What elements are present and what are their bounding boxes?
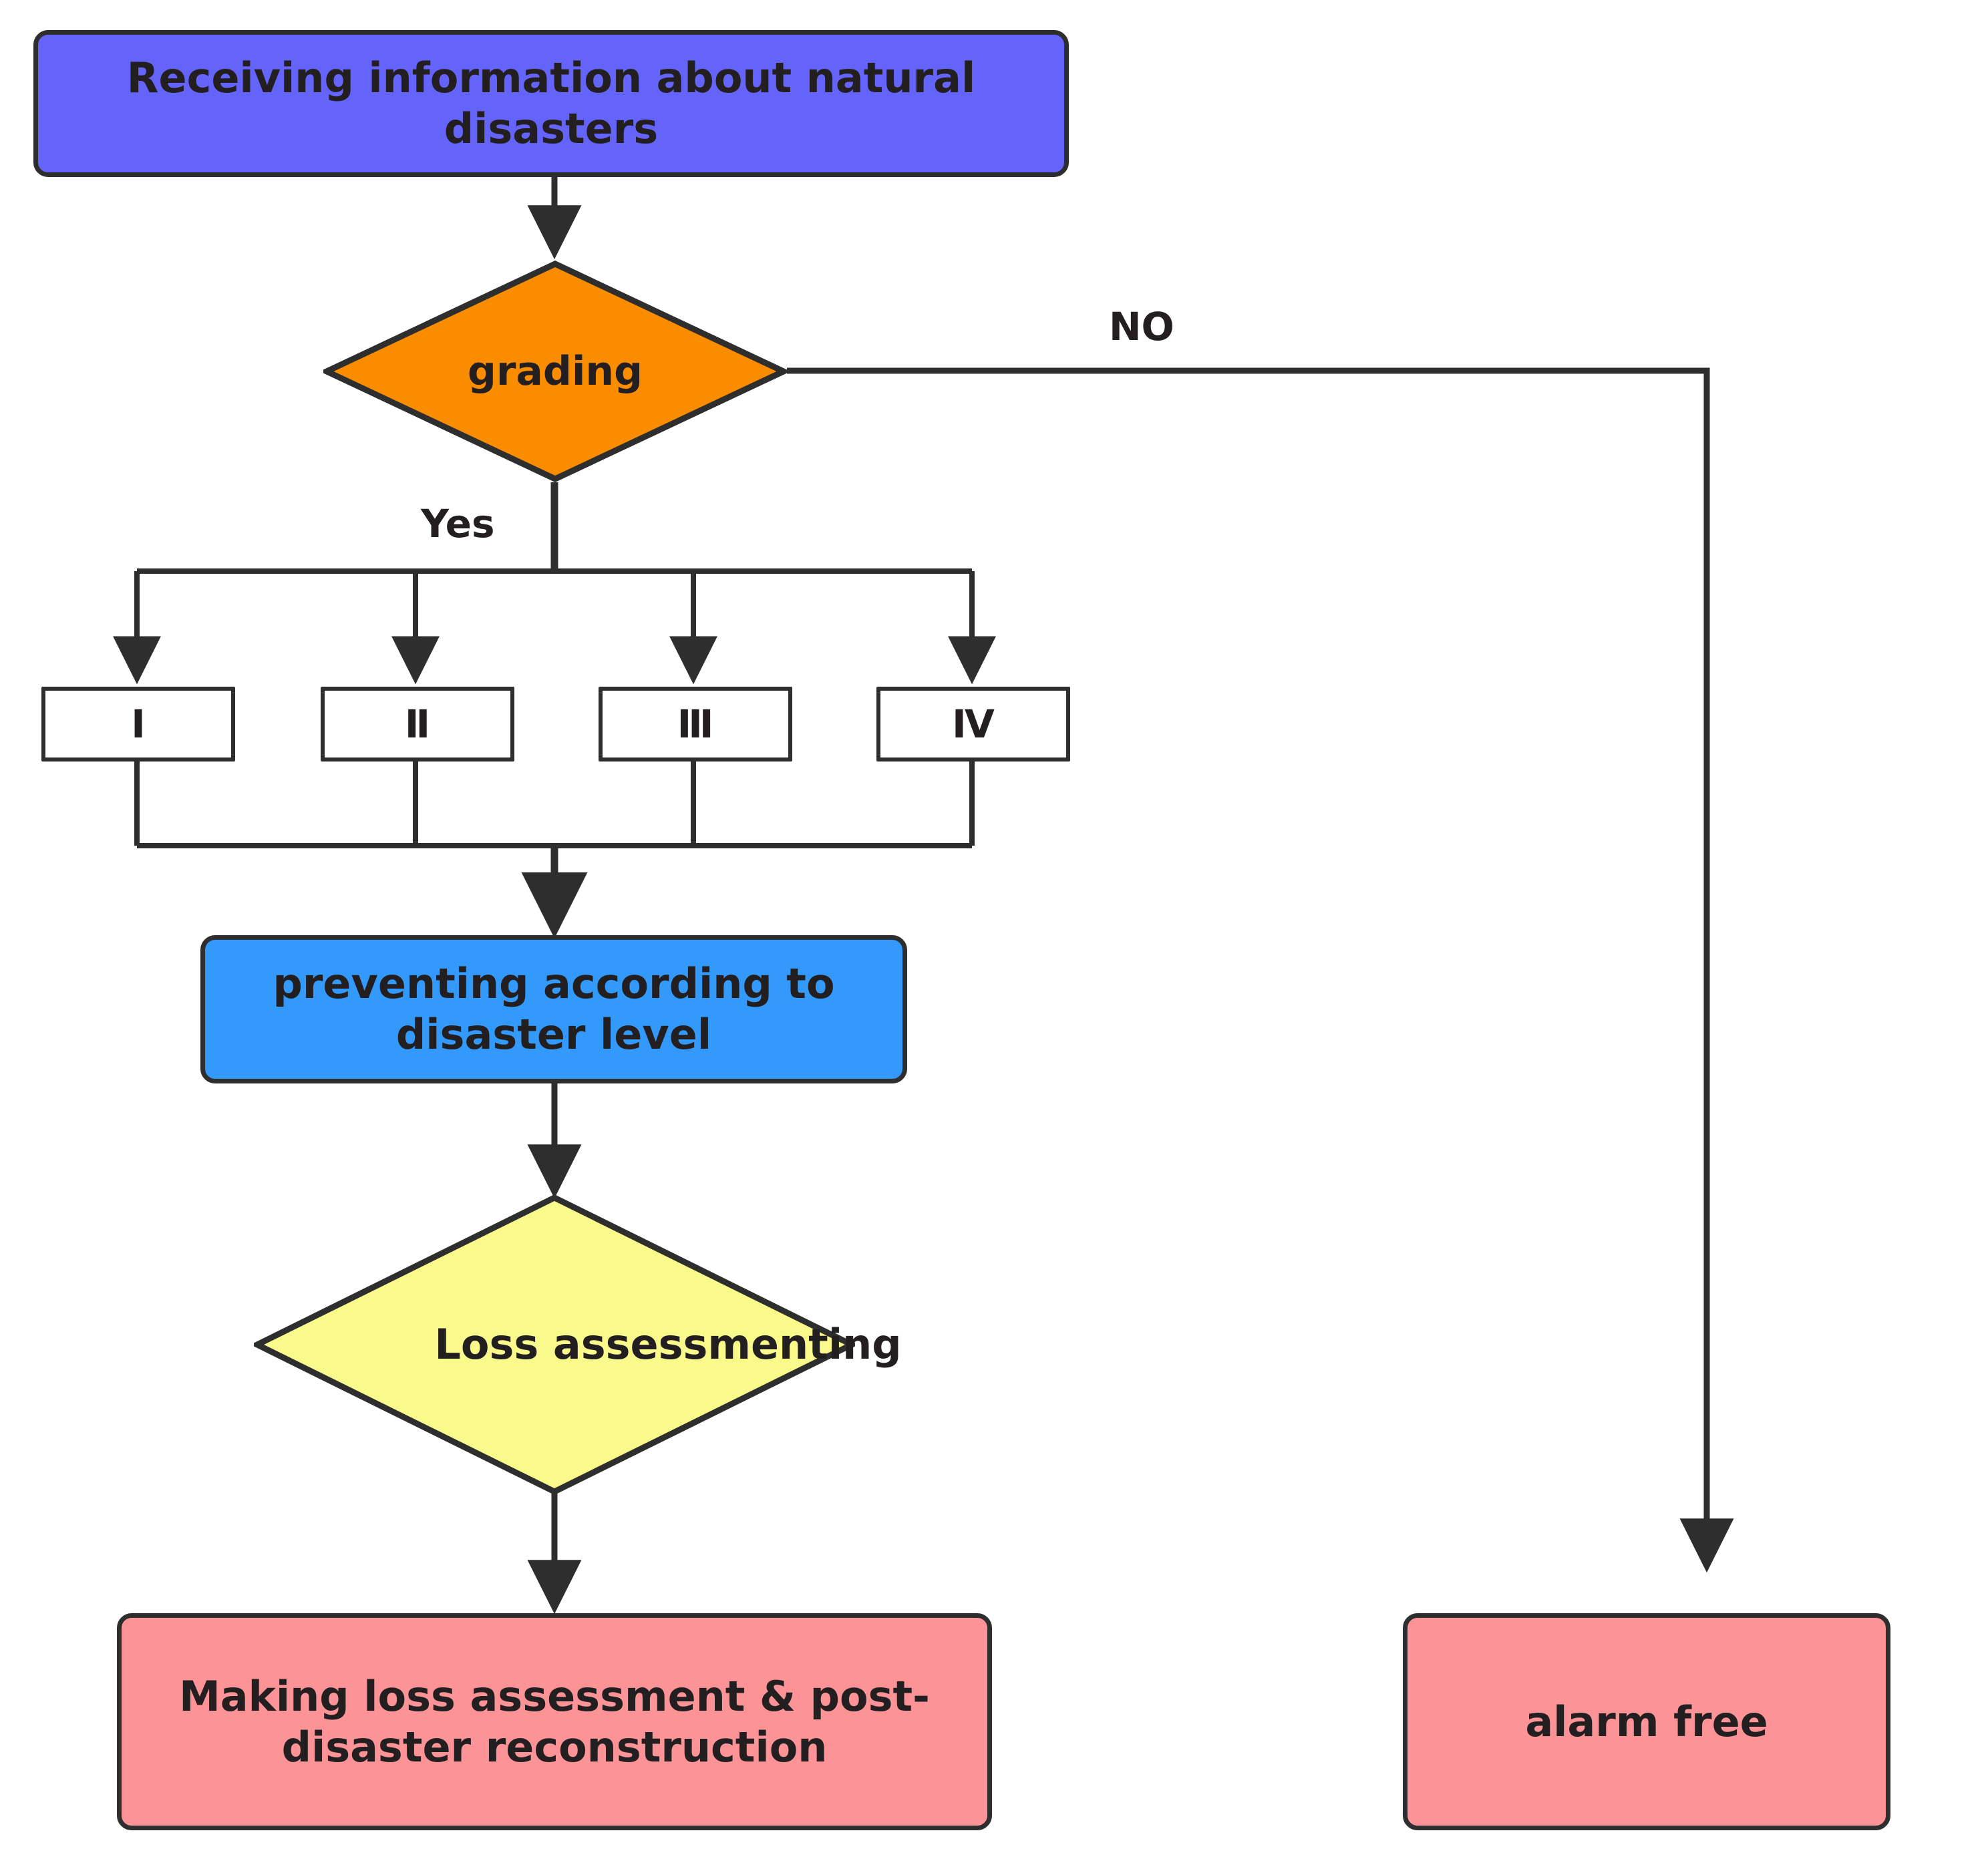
edge-grading-no-to-alarm-free <box>787 367 1734 1573</box>
node-level-1[interactable]: Ⅰ <box>41 687 235 762</box>
node-level-4[interactable]: Ⅳ <box>876 687 1070 762</box>
grading-diamond-shape <box>319 261 791 482</box>
node-reconstruction[interactable]: Making loss assessment & post-disaster r… <box>117 1613 992 1830</box>
edge-merge-to-preventing <box>137 843 972 939</box>
loss-assessing-diamond-shape <box>250 1194 859 1496</box>
node-level-2[interactable]: Ⅱ <box>321 687 514 762</box>
edge-grading-yes-trunk <box>137 482 972 574</box>
node-grading[interactable]: grading <box>319 261 791 482</box>
node-start[interactable]: Receiving information about natural disa… <box>33 30 1069 177</box>
node-level-3[interactable]: Ⅲ <box>599 687 792 762</box>
node-alarm-free[interactable]: alarm free <box>1403 1613 1890 1830</box>
edge-label-no: NO <box>1109 304 1174 349</box>
edge-label-yes: Yes <box>421 501 495 546</box>
node-preventing[interactable]: preventing according to disaster level <box>200 935 907 1083</box>
node-loss-assessing[interactable]: Loss assessmenting <box>250 1194 902 1496</box>
